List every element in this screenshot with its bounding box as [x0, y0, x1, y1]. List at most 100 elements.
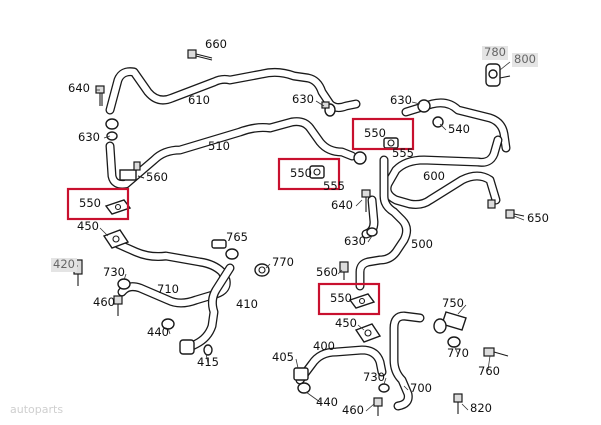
highlight-box: [351, 117, 415, 151]
callout-number: 560: [316, 265, 338, 279]
bolt-460-left-icon: [113, 295, 123, 316]
callout-630: 630: [292, 92, 314, 106]
bolt-650-icon: [487, 199, 525, 219]
callout-630: 630: [78, 130, 100, 144]
callout-610: 610: [188, 93, 210, 107]
callout-410: 410: [236, 297, 258, 311]
callout-number: 640: [68, 81, 90, 95]
gasket-550-left-icon: [104, 199, 132, 215]
callouts-layer: 660 640 610 630 630 540 630 510 550 555 560 550 555 6…: [51, 37, 549, 417]
callout-555: 555: [392, 146, 414, 160]
nut-770-right-icon: [447, 336, 461, 348]
nut-440-lower-icon: [297, 382, 311, 394]
nut-770-icon: [254, 263, 270, 277]
fitting-750-icon: [433, 311, 467, 334]
callout-number: 500: [411, 237, 433, 251]
clamp-415-icon: [179, 339, 213, 356]
highlight-box: [317, 282, 381, 316]
callout-540: 540: [448, 122, 470, 136]
gasket-550-lower-icon: [348, 293, 376, 309]
callout-460: 460: [93, 295, 115, 309]
callout-number: 630: [292, 92, 314, 106]
clamp-730-lower-icon: [378, 383, 390, 393]
callout-440: 440: [147, 325, 169, 339]
callout-550-highlighted: 550: [351, 117, 415, 151]
callout-630: 630: [344, 234, 366, 248]
callout-number: 800: [514, 52, 536, 66]
pipe-610: [105, 67, 361, 115]
callout-780: 780: [482, 45, 508, 60]
callout-770: 770: [447, 346, 469, 360]
callout-number: 730: [103, 265, 125, 279]
pipe-500: [355, 155, 412, 291]
bolt-820-icon: [453, 393, 463, 414]
callout-550-highlighted: 550: [66, 187, 130, 221]
callout-730: 730: [103, 265, 125, 279]
callout-gray-background: [51, 258, 77, 272]
pipe-710: [113, 239, 231, 308]
clamp-730-left-icon: [117, 278, 131, 290]
callout-number: 630: [78, 130, 100, 144]
callout-number: 660: [205, 37, 227, 51]
callout-510: 510: [208, 139, 230, 153]
callout-number: 410: [236, 297, 258, 311]
callout-number: 440: [316, 395, 338, 409]
callout-820: 820: [470, 401, 492, 415]
callout-number: 460: [93, 295, 115, 309]
callout-number: 640: [331, 198, 353, 212]
callout-number: 550: [330, 291, 352, 305]
callout-number: 540: [448, 122, 470, 136]
callout-number: 415: [197, 355, 219, 369]
callout-450: 450: [77, 219, 99, 233]
callout-number: 780: [484, 45, 506, 59]
banjo-fitting-630-center-icon: [321, 101, 336, 117]
callout-number: 700: [410, 381, 432, 395]
callout-400: 400: [313, 339, 335, 353]
callout-560: 560: [316, 265, 338, 279]
callout-730: 730: [363, 370, 385, 384]
callout-number: 610: [188, 93, 210, 107]
callout-640: 640: [68, 81, 90, 95]
pipe-410: [183, 263, 235, 353]
callout-550-highlighted: 550: [277, 157, 341, 191]
callout-550-highlighted: 550: [317, 282, 381, 316]
callout-700: 700: [410, 381, 432, 395]
bolt-640-mid-icon: [361, 189, 371, 212]
watermark-text: autoparts: [10, 403, 63, 416]
callout-number: 400: [313, 339, 335, 353]
callout-440: 440: [316, 395, 338, 409]
bolt-640-icon: [95, 85, 105, 106]
callout-660: 660: [205, 37, 227, 51]
callout-415: 415: [197, 355, 219, 369]
callout-number: 630: [390, 93, 412, 107]
banjo-fitting-630-lower-icon: [366, 227, 378, 237]
callout-number: 650: [527, 211, 549, 225]
callout-number: 550: [290, 166, 312, 180]
pipe-700: [389, 311, 425, 411]
clip-780-800-icon: [485, 63, 511, 87]
callout-number: 555: [323, 179, 345, 193]
callout-765: 765: [226, 230, 248, 244]
callout-710: 710: [157, 282, 179, 296]
callout-750: 750: [442, 296, 464, 310]
callout-number: 555: [392, 146, 414, 160]
callout-450: 450: [335, 316, 357, 330]
callout-number: 405: [272, 350, 294, 364]
callout-number: 420: [53, 257, 75, 271]
gasket-550-mid-icon: [309, 165, 325, 179]
callout-number: 710: [157, 282, 179, 296]
pipe-400: [295, 345, 387, 385]
callout-number: 510: [208, 139, 230, 153]
callout-760: 760: [478, 364, 500, 378]
callout-number: 550: [364, 126, 386, 140]
callout-600: 600: [423, 169, 445, 183]
pipe-540: [401, 98, 511, 153]
callout-number: 770: [447, 346, 469, 360]
callout-420: 420: [51, 257, 77, 272]
pipe-510: [105, 117, 357, 189]
callout-number: 760: [478, 364, 500, 378]
callout-770: 770: [272, 255, 294, 269]
callout-640: 640: [331, 198, 353, 212]
callout-number: 440: [147, 325, 169, 339]
